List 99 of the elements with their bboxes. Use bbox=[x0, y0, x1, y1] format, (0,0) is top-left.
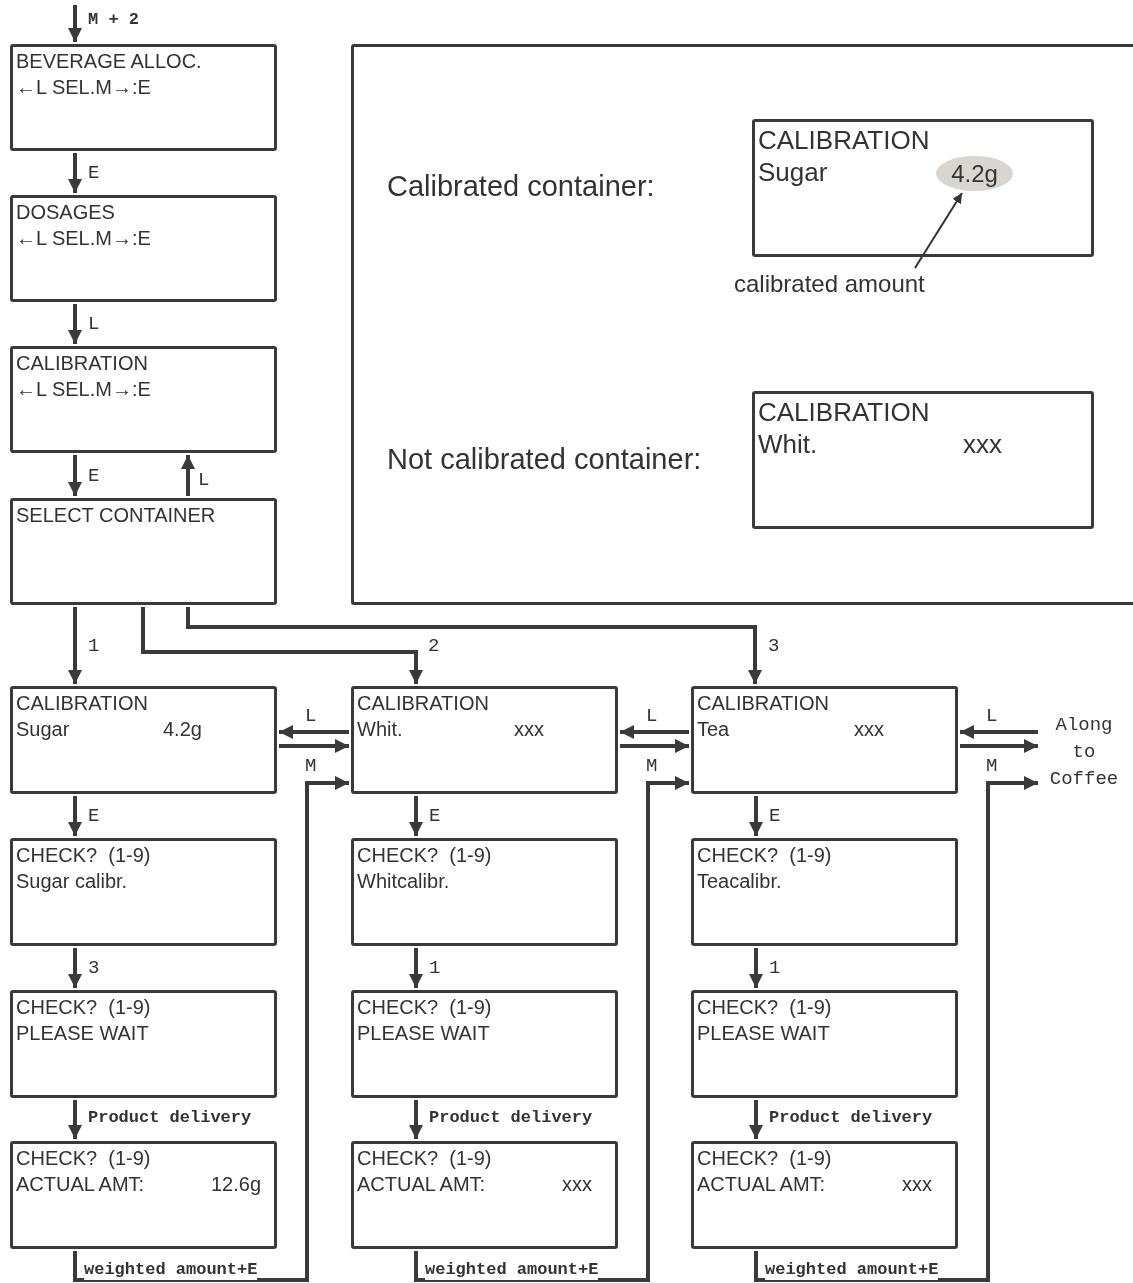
arrow bbox=[749, 1100, 763, 1139]
display-text: CHECK? (1-9) bbox=[16, 995, 151, 1019]
edge-label: Product delivery bbox=[88, 1108, 252, 1128]
display-screen bbox=[10, 1141, 277, 1249]
arrow bbox=[68, 455, 82, 496]
arrow bbox=[414, 776, 689, 1282]
display-screen bbox=[691, 838, 958, 946]
display-screen bbox=[10, 498, 277, 605]
arrow bbox=[749, 948, 763, 988]
arrow bbox=[754, 776, 1038, 1282]
display-text: Whitcalibr. bbox=[357, 869, 450, 893]
arrow bbox=[68, 153, 82, 193]
display-text: BEVERAGE ALLOC. bbox=[16, 49, 202, 73]
display-text: SELECT CONTAINER bbox=[16, 503, 216, 527]
arrow bbox=[960, 725, 1038, 739]
display-text: ACTUAL AMT: bbox=[357, 1172, 486, 1196]
display-text: Sugar bbox=[16, 717, 70, 741]
arrow bbox=[181, 455, 195, 496]
display-text: CHECK? (1-9) bbox=[697, 843, 832, 867]
display-screen bbox=[351, 686, 618, 794]
display-text: CALIBRATION bbox=[758, 396, 930, 428]
annotation-text: calibrated amount bbox=[734, 270, 954, 300]
display-text: CALIBRATION bbox=[758, 124, 930, 156]
display-screen bbox=[10, 838, 277, 946]
display-text: Whit. bbox=[758, 428, 818, 460]
display-screen bbox=[691, 1141, 958, 1249]
display-text: CALIBRATION bbox=[16, 691, 148, 715]
edge-label: weighted amount+E bbox=[84, 1260, 258, 1280]
display-text: xxx bbox=[963, 428, 1002, 460]
display-screen bbox=[351, 1141, 618, 1249]
arrow bbox=[409, 948, 423, 988]
arrow bbox=[409, 1100, 423, 1139]
display-text: CALIBRATION bbox=[16, 351, 148, 375]
leader-line bbox=[914, 192, 963, 269]
display-text: ←L SEL.M→:E bbox=[16, 377, 151, 401]
display-text: CHECK? (1-9) bbox=[357, 1146, 492, 1170]
display-screen bbox=[351, 990, 618, 1098]
display-text: ACTUAL AMT: bbox=[697, 1172, 826, 1196]
display-text: CHECK? (1-9) bbox=[697, 995, 832, 1019]
display-text: 4.2g bbox=[163, 717, 202, 741]
display-text: CHECK? (1-9) bbox=[16, 843, 151, 867]
display-text: xxx bbox=[854, 717, 884, 741]
display-text: ←L SEL.M→:E bbox=[16, 226, 151, 250]
display-screen bbox=[10, 346, 277, 453]
display-text: CHECK? (1-9) bbox=[357, 843, 492, 867]
display-text: Sugar bbox=[758, 156, 828, 188]
display-text: 12.6g bbox=[211, 1172, 262, 1196]
arrow bbox=[141, 607, 423, 684]
display-text: PLEASE WAIT bbox=[357, 1021, 490, 1045]
caption-text: Calibrated container: bbox=[387, 170, 655, 203]
display-screen bbox=[752, 119, 1094, 257]
arrow bbox=[186, 607, 762, 684]
display-text: Tea bbox=[697, 717, 730, 741]
display-screen bbox=[691, 686, 958, 794]
display-text: PLEASE WAIT bbox=[697, 1021, 830, 1045]
display-screen bbox=[10, 195, 277, 302]
display-screen bbox=[10, 990, 277, 1098]
display-text: CHECK? (1-9) bbox=[16, 1146, 151, 1170]
display-text: xxx bbox=[902, 1172, 932, 1196]
display-screen bbox=[752, 391, 1094, 529]
arrow bbox=[68, 796, 82, 836]
display-text: xxx bbox=[514, 717, 544, 741]
arrow bbox=[620, 725, 689, 739]
edge-label: weighted amount+E bbox=[765, 1260, 939, 1280]
arrow bbox=[749, 796, 763, 836]
display-text: Sugar calibr. bbox=[16, 869, 128, 893]
edge-label: weighted amount+E bbox=[425, 1260, 599, 1280]
display-text: CALIBRATION bbox=[357, 691, 489, 715]
arrow bbox=[68, 304, 82, 344]
arrow bbox=[620, 739, 689, 753]
arrow bbox=[68, 948, 82, 988]
display-text: ACTUAL AMT: bbox=[16, 1172, 145, 1196]
arrow bbox=[68, 607, 82, 684]
caption-text: Not calibrated container: bbox=[387, 443, 702, 476]
arrow bbox=[409, 796, 423, 836]
display-text: CHECK? (1-9) bbox=[357, 995, 492, 1019]
continuation-text: Along to Coffee bbox=[1040, 712, 1128, 796]
display-text: Teacalibr. bbox=[697, 869, 782, 893]
arrow bbox=[960, 739, 1038, 753]
display-text: DOSAGES bbox=[16, 200, 115, 224]
display-screen bbox=[351, 838, 618, 946]
arrow bbox=[279, 725, 349, 739]
edge-label: Product delivery bbox=[769, 1108, 933, 1128]
arrow bbox=[68, 1100, 82, 1139]
edge-label: Product delivery bbox=[429, 1108, 593, 1128]
panel-frame bbox=[351, 44, 1133, 605]
arrow bbox=[279, 739, 349, 753]
display-text: CALIBRATION bbox=[697, 691, 829, 715]
arrow bbox=[68, 5, 82, 42]
display-text: ←L SEL.M→:E bbox=[16, 75, 151, 99]
display-screen bbox=[10, 686, 277, 794]
display-screen bbox=[10, 44, 277, 151]
display-text: CHECK? (1-9) bbox=[697, 1146, 832, 1170]
display-text: PLEASE WAIT bbox=[16, 1021, 149, 1045]
display-text: Whit. bbox=[357, 717, 403, 741]
display-screen bbox=[691, 990, 958, 1098]
highlight-ellipse: 4.2g bbox=[936, 156, 1013, 191]
arrow bbox=[73, 776, 349, 1282]
display-text: xxx bbox=[562, 1172, 592, 1196]
